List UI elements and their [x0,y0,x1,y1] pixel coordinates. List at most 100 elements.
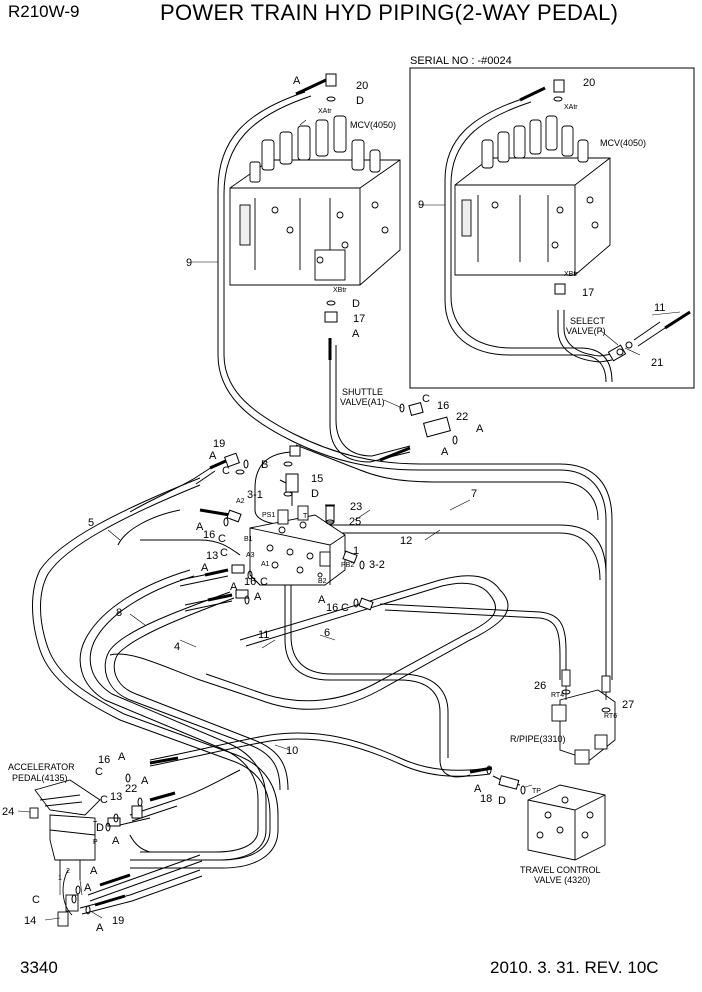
callout-20: 20 [356,80,368,92]
callout-8: 8 [116,607,122,619]
port-pb2: PB2 [341,562,354,569]
callout-25: 25 [349,516,361,528]
callout-16-b: 16 [244,576,256,588]
callout-7: 7 [471,488,477,500]
port-xatr: XAtr [318,108,332,115]
port-ps1: PS1 [262,512,275,519]
callout-a-pedal4: A [84,882,92,894]
shuttle-lines [328,338,452,463]
callout-c-19: C [222,465,230,477]
port-a2: A2 [236,498,245,505]
port-pedal-t: T [93,821,98,828]
callout-10: 10 [286,745,298,757]
callout-a-18: A [474,783,482,795]
callout-19: 19 [213,438,225,450]
rpipe-block [551,669,616,765]
callout-18: 18 [480,793,492,805]
model-code: R210W-9 [8,2,80,21]
port-xatr-inset: XAtr [564,104,578,111]
callout-a-16: A [196,521,204,533]
hose-13-22 [107,769,241,853]
callout-a-16b: A [230,581,238,593]
callout-a-22: A [141,775,149,787]
callout-16-c: 16 [326,602,338,614]
fitting-15 [285,473,299,493]
hose-7 [254,451,607,680]
travel-label-1: TRAVEL CONTROL [520,865,601,875]
hose-12b [140,539,567,680]
page-number: 3340 [20,958,58,977]
rpipe-label: R/PIPE(3310) [510,734,566,744]
callout-a-19: A [209,450,217,462]
callout-d-mid: D [352,298,360,310]
callout-22-shuttle: 22 [456,411,468,423]
callout-a-pedal3: A [90,865,98,877]
hose-10 [149,732,493,777]
port-t: T [303,513,308,520]
callout-c-shuttle: C [422,393,430,405]
shuttle-label-1: SHUTTLE [342,387,383,397]
port-pedal-p: P [93,839,98,846]
callout-c-16c: C [341,602,349,614]
callout-17: 17 [353,313,365,325]
callout-d-pedal: D [96,822,104,834]
callout-6: 6 [324,627,330,639]
callout-b: B [261,459,268,471]
port-pedal-1: 1 [58,875,62,882]
port-xbtr-inset: XBtr [564,271,578,278]
callout-13: 13 [206,550,218,562]
callout-26: 26 [534,680,546,692]
inset-frame [409,67,695,389]
port-rt6: RT6 [604,713,617,720]
callout-13-pedal: 13 [110,791,122,803]
callout-22: 22 [125,783,137,795]
callout-17-inset: 17 [582,287,594,299]
center-fittings [224,73,566,611]
callout-d-top: D [356,95,364,107]
leader-lines [17,119,681,921]
callout-12: 12 [400,535,412,547]
callout-9-inset: 9 [418,199,424,211]
mcv-label-inset: MCV(4050) [600,138,646,148]
hose-5 [32,477,279,869]
callout-c-13: C [220,547,228,559]
callout-a-mid: A [352,328,360,340]
callout-c-pedal: C [95,766,103,778]
hose-13 [179,568,233,612]
inset-mcv-block [454,115,611,276]
port-b1: B1 [244,536,253,543]
callout-a-13: A [201,562,209,574]
port-a1: A1 [261,561,270,568]
callout-14: 14 [24,915,36,927]
callout-c-16b: C [260,576,268,588]
callout-5: 5 [88,517,94,529]
hose-12 [290,444,601,581]
callout-c-13p: C [100,794,108,806]
hose-6 [284,585,471,778]
port-a3: A3 [246,552,255,559]
port-xbtr: XBtr [333,287,347,294]
callout-21: 21 [651,357,663,369]
callout-16-pedal: 16 [98,754,110,766]
callout-d-18: D [498,795,506,807]
port-tp: TP [532,788,541,795]
callout-a-pedal2: A [112,835,120,847]
callout-a-shuttle-r: A [476,423,484,435]
travel-control-valve [527,784,606,861]
callout-d-15: D [311,488,319,500]
callout-a-top: A [293,75,301,87]
callout-23: 23 [350,501,362,513]
o-rings [71,96,633,915]
diagram-title: POWER TRAIN HYD PIPING(2-WAY PEDAL) [160,0,619,25]
accelerator-pedal [29,779,101,927]
mcv-label: MCV(4050) [350,120,396,130]
callout-1: 1 [353,545,359,557]
accelerator-label-2: PEDAL(4135) [12,773,68,783]
callout-c-16: C [218,533,226,545]
callout-16-shuttle: 16 [437,400,449,412]
callout-19-pedal: 19 [112,915,124,927]
callout-c-pedal2: C [32,894,40,906]
callout-4: 4 [174,641,180,653]
callout-20-inset: 20 [583,77,595,89]
